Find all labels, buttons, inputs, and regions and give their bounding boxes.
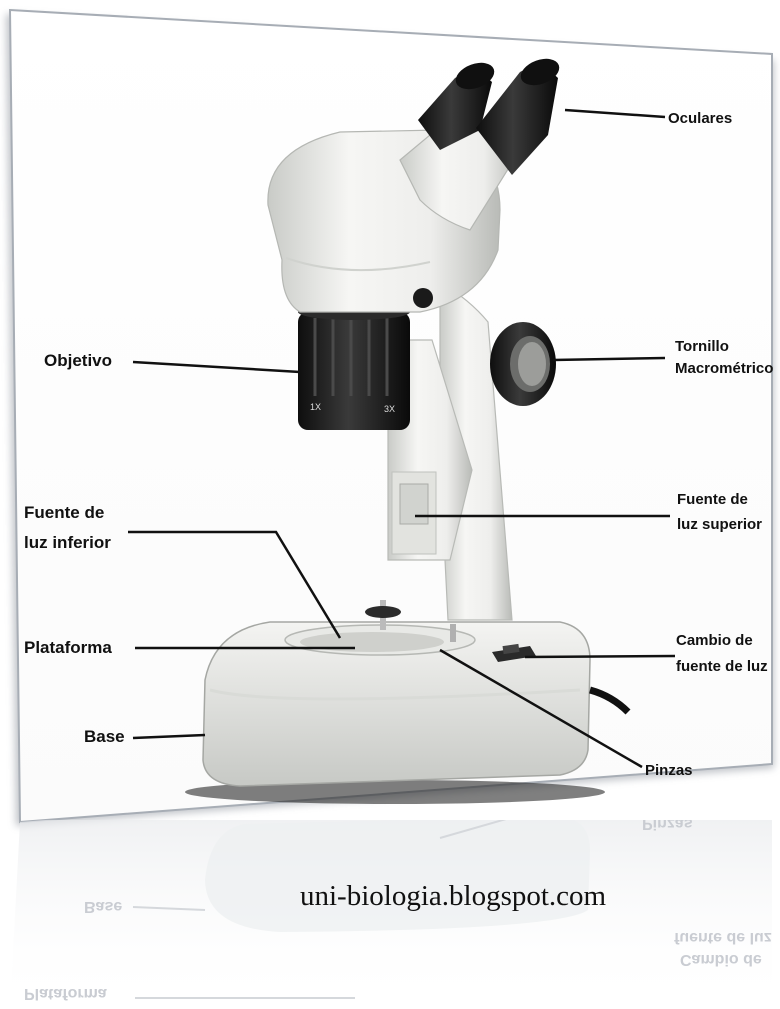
line-cambio — [525, 656, 675, 657]
objective-mark-left: 1X — [310, 402, 321, 412]
reflection-cambio-1: Cambio de — [680, 950, 762, 968]
diagram-card: 1X 3X Oculares Objetivo Tornillo Macromé… — [0, 0, 780, 840]
objective-mark-right: 3X — [384, 404, 395, 414]
lower-housing — [365, 606, 401, 618]
label-objetivo: Objetivo — [44, 350, 112, 372]
reflection-plataforma: Plataforma — [24, 984, 107, 1002]
reflection-pinzas: Pinzas — [642, 820, 693, 832]
label-tornillo-line2: Macrométrico — [675, 358, 773, 380]
label-cambio-line2: fuente de luz — [676, 656, 768, 678]
microscope-diagram: 1X 3X — [0, 0, 780, 840]
label-pinzas: Pinzas — [645, 760, 693, 782]
reflection: Pinzas Base fuente de luz Cambio de Plat… — [0, 820, 780, 1009]
focus-knob — [490, 322, 556, 406]
label-fuente-superior-line2: luz superior — [677, 514, 762, 536]
label-tornillo-line1: Tornillo — [675, 336, 729, 358]
label-plataforma: Plataforma — [24, 637, 112, 659]
reflection-base: Base — [84, 897, 122, 915]
reflection-cambio-2: fuente de luz — [674, 928, 772, 946]
label-base: Base — [84, 726, 125, 748]
label-fuente-superior-line1: Fuente de — [677, 489, 748, 511]
label-fuente-inferior-line1: Fuente de — [24, 502, 104, 524]
label-cambio-line1: Cambio de — [676, 630, 753, 652]
watermark-url: uni-biologia.blogspot.com — [300, 880, 606, 913]
label-fuente-inferior-line2: luz inferior — [24, 532, 111, 554]
label-oculares: Oculares — [668, 108, 732, 130]
